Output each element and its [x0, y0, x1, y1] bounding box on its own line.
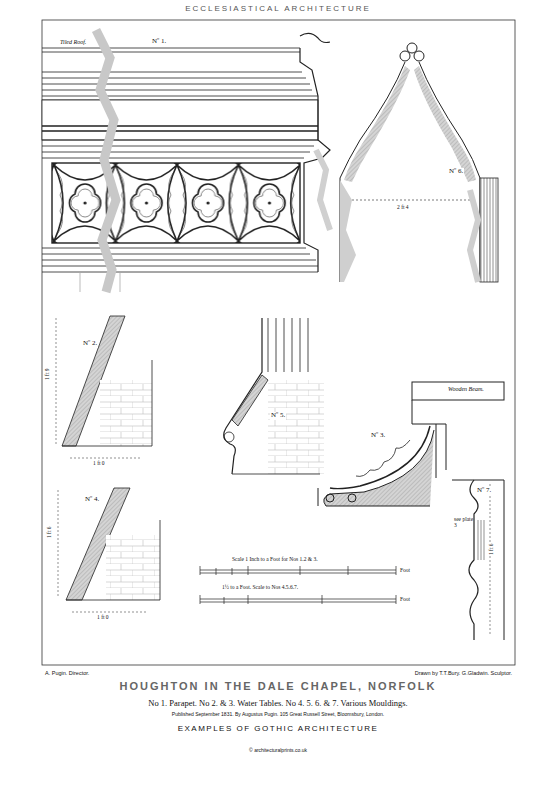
- plate-label: Nº 7.: [476, 487, 492, 495]
- plate-label: 2 ft 4: [396, 204, 410, 210]
- plate-label: Nº 1.: [152, 38, 166, 46]
- plate-label: Nº 2.: [82, 340, 98, 348]
- plate-label: see plate 3: [454, 516, 474, 528]
- plate-label: A. Pugin. Director.: [45, 670, 89, 676]
- plate-label: Nº 4.: [84, 496, 100, 504]
- plate-label: Nº 6.: [448, 168, 464, 176]
- plate-label: No 1. Parapet. No 2. & 3. Water Tables. …: [148, 699, 407, 708]
- plate-label: © architecturalprints.co.uk: [249, 748, 307, 754]
- plate-title: HOUGHTON IN THE DALE CHAPEL, NORFOLK: [120, 680, 437, 692]
- plate-label: Nº 3.: [370, 432, 386, 440]
- plate-label: Tiled Roof.: [60, 39, 86, 46]
- plate-label: Foot: [400, 567, 410, 573]
- plate-label: ECCLESIASTICAL ARCHITECTURE: [185, 5, 371, 14]
- plate-label: Drawn by T.T.Bury. G.Gladwin. Sculptor.: [415, 670, 512, 676]
- plate-label: 1½ to a Foot. Scale to Nos 4.5.6.7.: [222, 584, 298, 590]
- plate-label: Scale 1 Inch to a Foot for Nos 1.2 & 3.: [232, 556, 318, 562]
- plate-label: Nº 5.: [270, 412, 286, 420]
- plate-label: 1 ft 6: [488, 542, 494, 556]
- plate-label: Wooden Beam.: [448, 386, 484, 393]
- plate-label: Foot: [400, 596, 410, 602]
- plate-label: 1 ft 9: [44, 368, 50, 380]
- plate-label: 1 ft 6: [46, 526, 52, 538]
- plate-label: Published September 1831. By Augustus Pu…: [172, 712, 384, 718]
- plate-label: EXAMPLES OF GOTHIC ARCHITECTURE: [178, 725, 379, 734]
- plate-label: 1 ft 0: [92, 460, 106, 466]
- plate-label: 1 ft 0: [96, 614, 110, 620]
